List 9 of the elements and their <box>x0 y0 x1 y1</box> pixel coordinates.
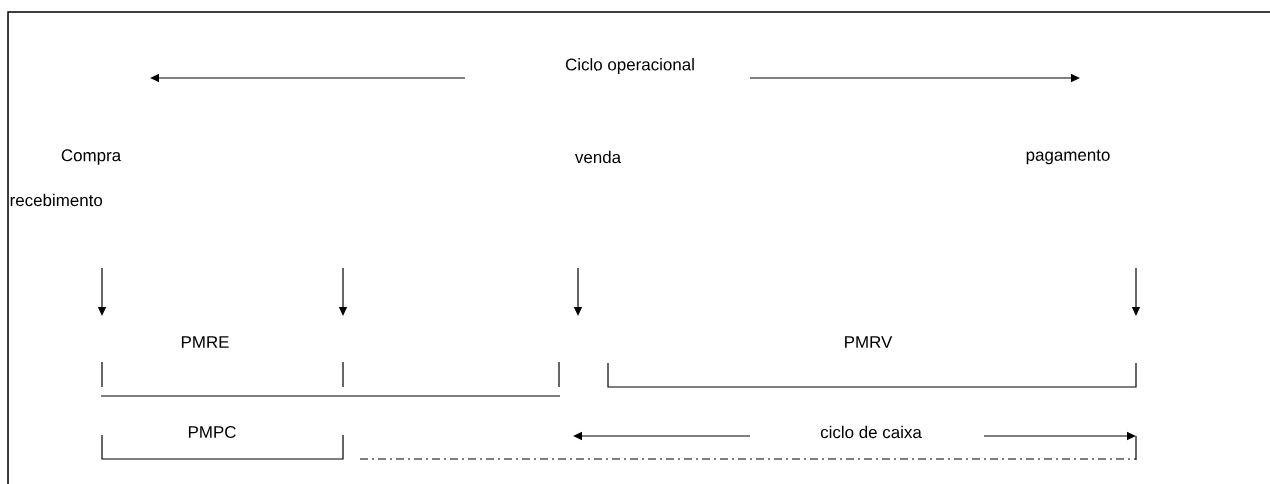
period-label: PMRE <box>181 336 229 348</box>
event-label: venda <box>575 150 622 164</box>
event-label: pagamento <box>1026 149 1110 165</box>
period-label: ciclo de caixa <box>820 425 922 439</box>
heading: Ciclo operacional <box>565 58 694 74</box>
period-label: PMRV <box>845 336 893 348</box>
event-label: Compra <box>61 149 122 165</box>
period-label: PMPC <box>188 426 236 438</box>
event-label: recebimento <box>10 193 103 207</box>
